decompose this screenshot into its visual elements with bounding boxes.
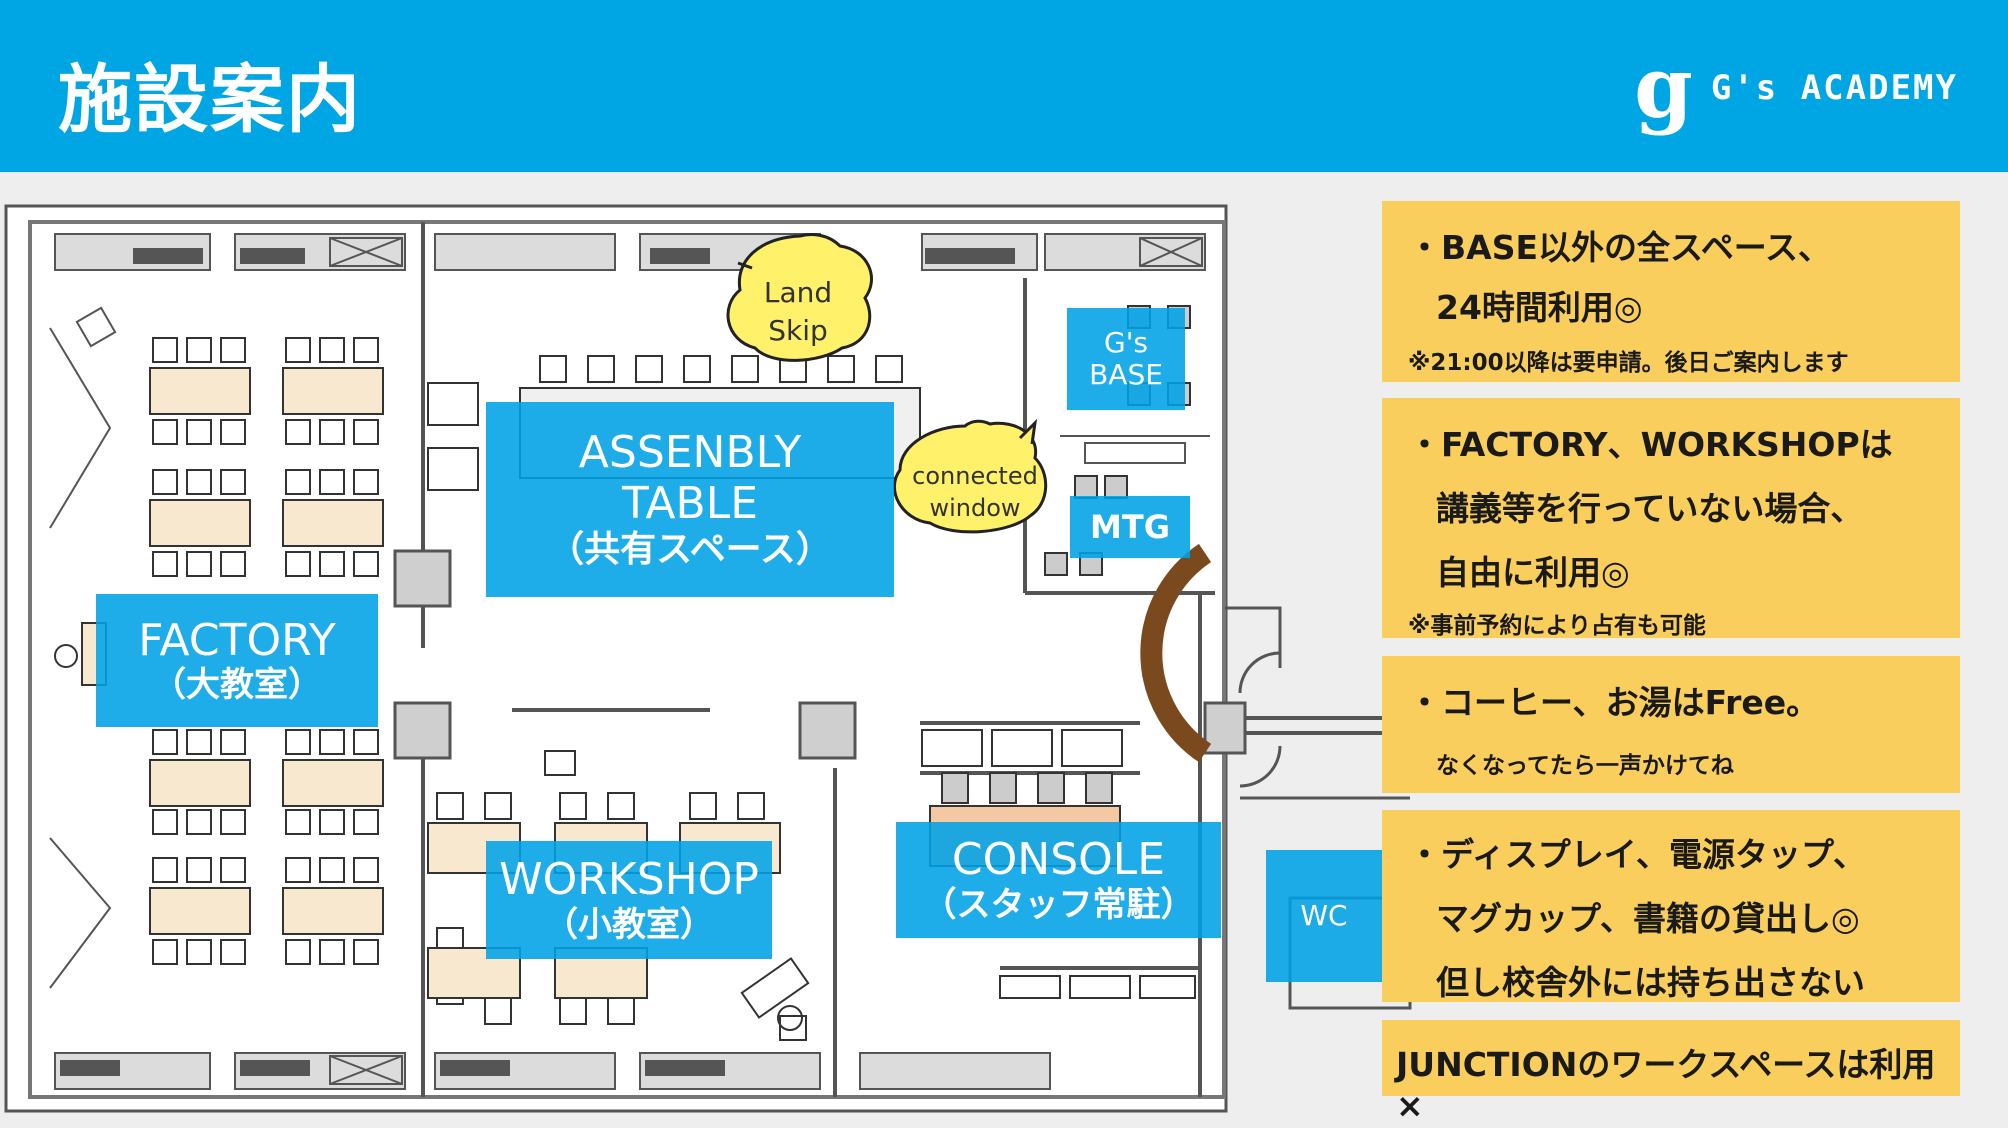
console-label-jp: （スタッフ常駐） bbox=[922, 884, 1195, 925]
connected-window-line2: window bbox=[929, 494, 1021, 523]
landskip-line1: Land bbox=[763, 276, 833, 309]
workshop-label-jp: （小教室） bbox=[544, 904, 714, 945]
note-24h-line1: ・BASE以外の全スペース、 bbox=[1408, 228, 1832, 267]
assembly-label-jp: （共有スペース） bbox=[548, 529, 832, 571]
gs-base-label[interactable]: G's BASE bbox=[1067, 308, 1185, 410]
note-rentals-line3: 但し校舎外には持ち出さない bbox=[1436, 963, 1865, 1002]
gs-academy-logo: g G's ACADEMY bbox=[1634, 38, 1958, 137]
console-label[interactable]: CONSOLE （スタッフ常駐） bbox=[896, 822, 1221, 938]
note-fw-small: ※事前予約により占有も可能 bbox=[1408, 613, 1706, 639]
logo-text: G's ACADEMY bbox=[1710, 68, 1958, 108]
note-fw-line2: 講義等を行っていない場合、 bbox=[1436, 489, 1864, 528]
factory-label-jp: （大教室） bbox=[152, 665, 322, 706]
note-junction-line1: JUNCTIONのワークスペースは利用× bbox=[1396, 1045, 1936, 1125]
note-fw-line3: 自由に利用◎ bbox=[1436, 553, 1630, 592]
assembly-label-line2: TABLE bbox=[621, 477, 759, 529]
connected-window-bubble: connected window bbox=[896, 460, 1054, 525]
console-label-en: CONSOLE bbox=[951, 834, 1166, 886]
factory-label[interactable]: FACTORY （大教室） bbox=[96, 594, 378, 727]
landskip-line2: Skip bbox=[768, 313, 828, 347]
note-coffee-small: なくなってたら一声かけてね bbox=[1436, 753, 1734, 779]
gs-base-label-line1: G's bbox=[1104, 325, 1148, 359]
note-rentals: ・ディスプレイ、電源タップ、 マグカップ、書籍の貸出し◎ 但し校舎外には持ち出さ… bbox=[1382, 810, 1960, 1002]
note-24h-access: ・BASE以外の全スペース、 24時間利用◎ ※21:00以降は要申請。後日ご案… bbox=[1382, 201, 1960, 382]
gs-base-label-line2: BASE bbox=[1089, 358, 1163, 391]
wc-label-text: WC bbox=[1300, 898, 1348, 932]
note-coffee-line1: ・コーヒー、お湯はFree。 bbox=[1408, 683, 1820, 722]
assembly-table-label[interactable]: ASSENBLY TABLE （共有スペース） bbox=[486, 402, 894, 597]
landskip-bubble: Land Skip bbox=[748, 274, 848, 350]
workshop-label[interactable]: WORKSHOP （小教室） bbox=[486, 841, 772, 959]
logo-mark-icon: g bbox=[1634, 38, 1693, 137]
note-rentals-line2: マグカップ、書籍の貸出し◎ bbox=[1436, 899, 1860, 938]
note-24h-line2: 24時間利用◎ bbox=[1436, 288, 1643, 327]
note-junction: JUNCTIONのワークスペースは利用× bbox=[1382, 1020, 1960, 1125]
page-title: 施設案内 bbox=[58, 57, 362, 143]
note-fw-line1: ・FACTORY、WORKSHOPは bbox=[1408, 425, 1893, 464]
floor-plan: ASSENBLY TABLE （共有スペース） FACTORY （大教室） WO… bbox=[0, 198, 1430, 1128]
connected-window-line1: connected bbox=[912, 462, 1038, 490]
note-factory-workshop: ・FACTORY、WORKSHOPは 講義等を行っていない場合、 自由に利用◎ … bbox=[1382, 398, 1960, 639]
header-bar: 施設案内 g G's ACADEMY bbox=[0, 0, 2008, 172]
mtg-label[interactable]: MTG bbox=[1070, 496, 1190, 558]
floor-plan-drawing bbox=[4, 204, 1425, 1113]
workshop-label-en: WORKSHOP bbox=[499, 854, 759, 906]
note-coffee: ・コーヒー、お湯はFree。 なくなってたら一声かけてね bbox=[1382, 656, 1960, 793]
note-rentals-line1: ・ディスプレイ、電源タップ、 bbox=[1408, 835, 1867, 874]
wc-label[interactable]: WC bbox=[1266, 850, 1382, 982]
mtg-label-text: MTG bbox=[1090, 507, 1170, 546]
assembly-label-line1: ASSENBLY bbox=[578, 427, 802, 479]
note-24h-small: ※21:00以降は要申請。後日ご案内します bbox=[1408, 350, 1849, 376]
factory-label-en: FACTORY bbox=[138, 614, 336, 666]
